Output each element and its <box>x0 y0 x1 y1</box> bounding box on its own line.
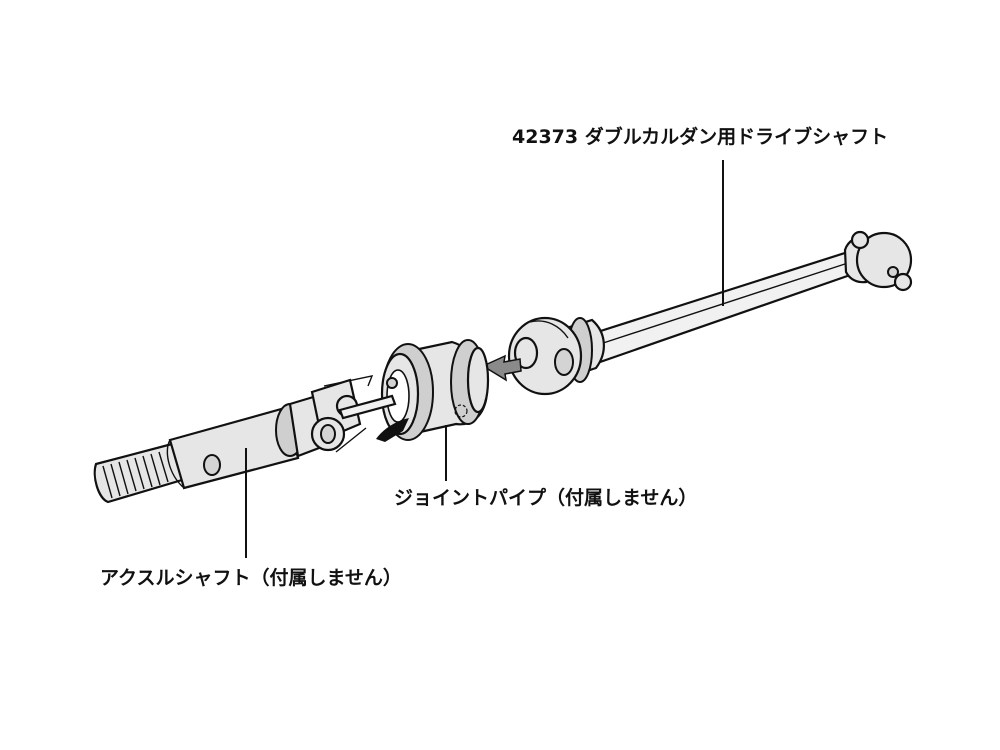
drive-shaft-inner-cup <box>507 316 605 396</box>
axle-shaft <box>93 375 397 504</box>
thread-lines <box>102 451 169 499</box>
drive-shaft-label: 42373 ダブルカルダン用ドライブシャフト <box>512 126 889 148</box>
insert-arrow-dark <box>376 418 409 442</box>
insert-arrow-gray <box>481 354 522 382</box>
drive-shaft-outer-ball <box>843 230 913 292</box>
joint-pipe <box>380 339 490 441</box>
drive-shaft <box>507 230 913 396</box>
joint-pipe-label: ジョイントパイプ（付属しません） <box>394 487 698 509</box>
axle-shaft-label: アクスルシャフト（付属しません） <box>100 567 402 589</box>
